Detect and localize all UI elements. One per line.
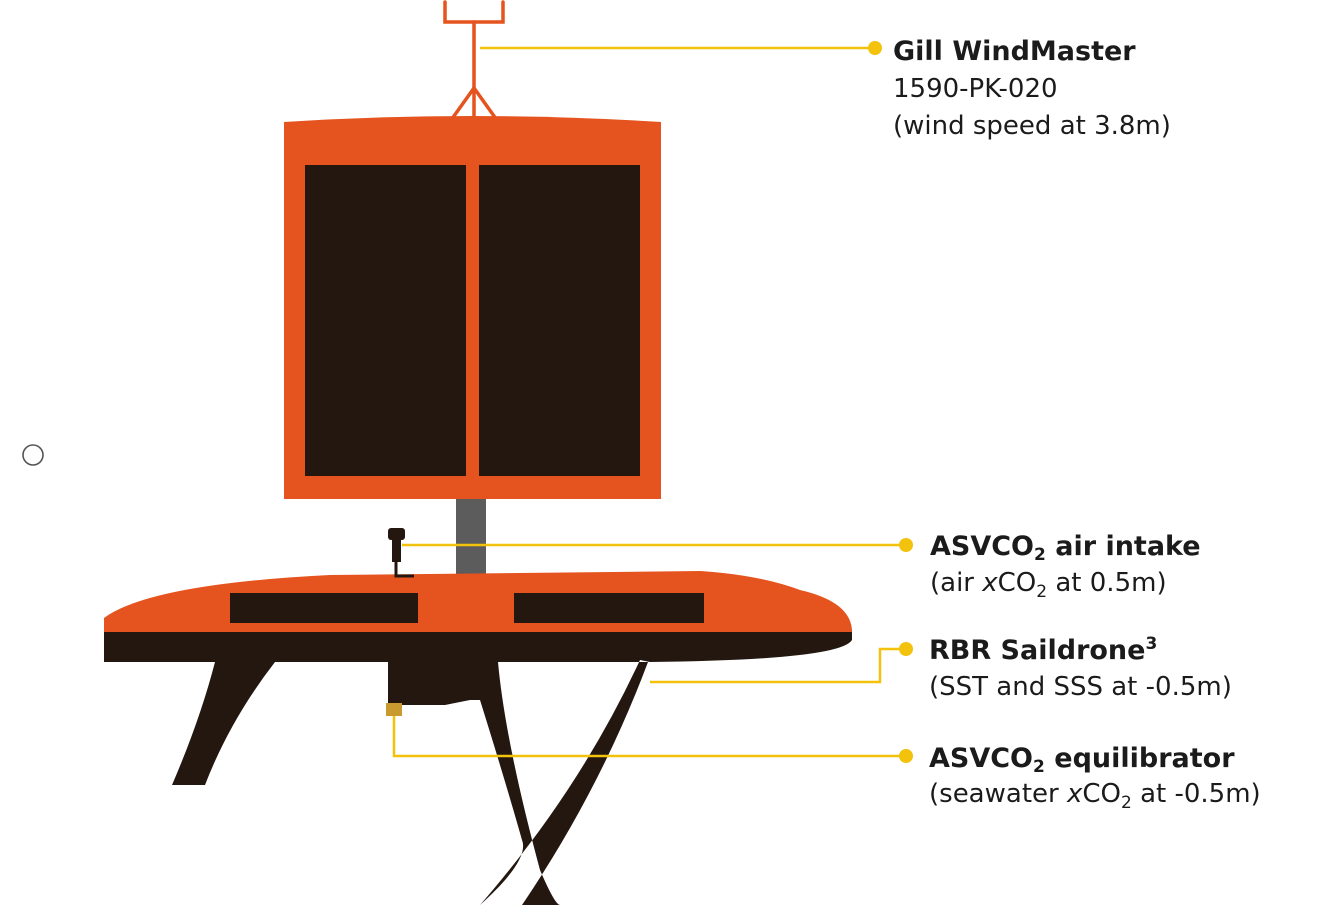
wing-sail xyxy=(284,116,661,499)
equilibrator-callout-dot xyxy=(899,749,913,763)
hull-window-left xyxy=(230,593,418,623)
equilibrator-leader-line xyxy=(392,716,905,758)
hull xyxy=(104,571,852,632)
wind-callout-title: Gill WindMaster xyxy=(893,36,1136,67)
rbr-callout: RBR Saildrone3 (SST and SSS at -0.5m) xyxy=(929,634,1232,702)
rbr-callout-desc: (SST and SSS at -0.5m) xyxy=(929,672,1232,702)
equilibrator-callout-desc: (seawater xCO2 at -0.5m) xyxy=(929,779,1261,813)
solar-panel-left xyxy=(305,165,466,476)
wind-callout-dot xyxy=(868,41,882,55)
anemometer-icon xyxy=(443,0,505,130)
air-intake-callout: ASVCO2 air intake (air xCO2 at 0.5m) xyxy=(930,531,1201,602)
air-intake-callout-dot xyxy=(899,538,913,552)
radio-circle[interactable] xyxy=(22,444,44,466)
wind-callout-model: 1590-PK-020 xyxy=(893,74,1058,104)
leader-dots xyxy=(868,41,913,763)
keel-structure xyxy=(104,630,852,905)
air-intake-device xyxy=(388,528,414,578)
hull-window-right xyxy=(514,593,704,623)
rbr-leader-line xyxy=(650,647,905,684)
rbr-callout-title: RBR Saildrone3 xyxy=(929,634,1157,666)
equilibrator-sensor xyxy=(386,703,402,716)
wind-callout: Gill WindMaster 1590-PK-020 (wind speed … xyxy=(893,36,1171,141)
rbr-callout-dot xyxy=(899,642,913,656)
equilibrator-callout-title: ASVCO2 equilibrator xyxy=(929,743,1235,777)
air-intake-callout-title: ASVCO2 air intake xyxy=(930,531,1201,565)
wind-callout-desc: (wind speed at 3.8m) xyxy=(893,111,1171,141)
air-intake-callout-desc: (air xCO2 at 0.5m) xyxy=(930,568,1167,602)
leader-lines xyxy=(392,46,905,758)
mast xyxy=(456,499,486,579)
solar-panel-right xyxy=(479,165,640,476)
equilibrator-callout: ASVCO2 equilibrator (seawater xCO2 at -0… xyxy=(929,743,1261,813)
